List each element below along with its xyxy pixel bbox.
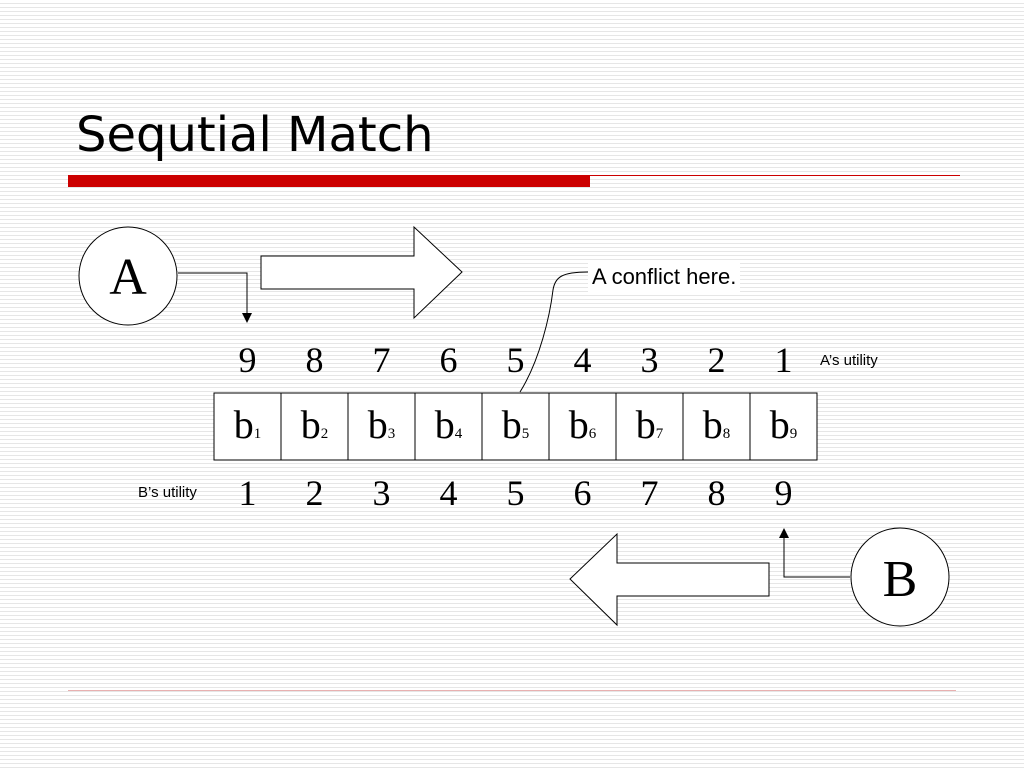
cell-base: b [636, 402, 656, 447]
b-utility-value-9: 9 [775, 473, 793, 513]
title-underline-rule [590, 175, 960, 176]
cell-subscript: 9 [790, 426, 798, 442]
cell-subscript: 2 [321, 426, 329, 442]
cell-subscript: 8 [723, 426, 731, 442]
cell-label-3: b3 [368, 402, 396, 447]
cell-label-9: b9 [770, 402, 798, 447]
cell-base: b [569, 402, 589, 447]
cell-subscript: 1 [254, 426, 262, 442]
a-utility-value-8: 2 [708, 340, 726, 380]
cell-box-6 [548, 392, 617, 461]
b-utility-value-1: 1 [239, 473, 257, 513]
b-utility-value-8: 8 [708, 473, 726, 513]
b-utility-label: B’s utility [138, 484, 197, 501]
slide-title: Sequtial Match [76, 107, 434, 163]
a-utility-value-4: 6 [440, 340, 458, 380]
agent-b-label: B [883, 551, 918, 608]
a-utility-label: A’s utility [820, 352, 878, 369]
right-arrow-shape [260, 225, 463, 320]
agent-a-circle [78, 226, 178, 326]
a-utility-value-5: 5 [507, 340, 525, 380]
agent-b-circle [850, 527, 950, 627]
agent-b: B [850, 527, 950, 627]
b-utility-value-2: 2 [306, 473, 324, 513]
cell-subscript: 6 [589, 426, 597, 442]
cell-subscript: 4 [455, 426, 463, 442]
cell-box-9 [749, 392, 818, 461]
b-utility-value-5: 5 [507, 473, 525, 513]
cell-label-8: b8 [703, 402, 731, 447]
cell-base: b [368, 402, 388, 447]
cell-box-3 [347, 392, 416, 461]
title-underline-accent [68, 175, 590, 187]
cell-box-2 [280, 392, 349, 461]
cell-label-6: b6 [569, 402, 597, 447]
cell-label-1: b1 [234, 402, 262, 447]
cell-box-8 [682, 392, 751, 461]
callout-leader-line [519, 271, 589, 393]
cell-label-4: b4 [435, 402, 463, 447]
cell-base: b [502, 402, 522, 447]
a-utility-value-1: 9 [239, 340, 257, 380]
conflict-callout: A conflict here. [588, 262, 741, 292]
left-arrow-shape [569, 532, 770, 627]
a-utility-value-3: 7 [373, 340, 391, 380]
cell-base: b [435, 402, 455, 447]
b-utility-value-6: 6 [574, 473, 592, 513]
footer-rule [68, 690, 956, 691]
cell-label-5: b5 [502, 402, 530, 447]
agent-a-connector [178, 272, 252, 323]
b-utility-value-3: 3 [373, 473, 391, 513]
b-utility-value-4: 4 [440, 473, 458, 513]
cell-base: b [703, 402, 723, 447]
a-utility-value-2: 8 [306, 340, 324, 380]
cell-label-2: b2 [301, 402, 329, 447]
agent-a: A [78, 226, 178, 326]
b-utility-value-7: 7 [641, 473, 659, 513]
cell-base: b [770, 402, 790, 447]
a-utility-value-6: 4 [574, 340, 592, 380]
a-utility-value-9: 1 [775, 340, 793, 380]
cell-base: b [301, 402, 321, 447]
cell-box-4 [414, 392, 483, 461]
agent-b-connector [779, 528, 850, 578]
cell-subscript: 3 [388, 426, 396, 442]
b-utility-row: 1 2 3 4 5 6 7 8 9 [239, 473, 793, 513]
a-utility-value-7: 3 [641, 340, 659, 380]
cell-base: b [234, 402, 254, 447]
cell-label-7: b7 [636, 402, 664, 447]
cell-subscript: 7 [656, 426, 664, 442]
cell-subscript: 5 [522, 426, 530, 442]
agent-a-label: A [109, 249, 147, 306]
a-utility-row: 9 8 7 6 5 4 3 2 1 [239, 340, 793, 380]
